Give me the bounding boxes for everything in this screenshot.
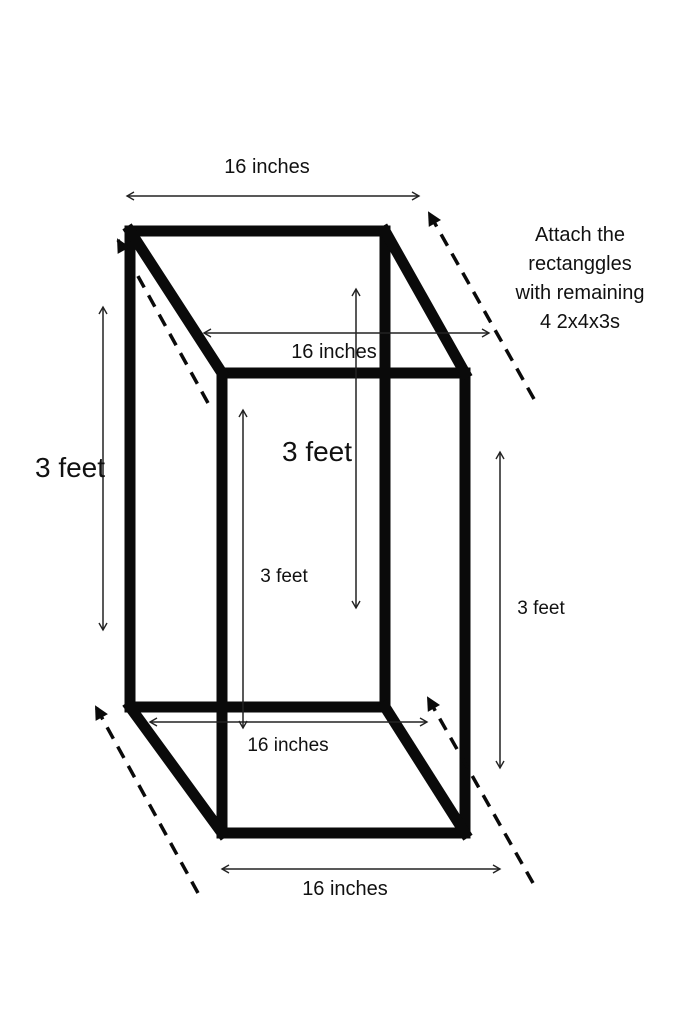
box-edge-bottom-left — [122, 699, 230, 841]
dashed-arrow-bottom-right-icon — [426, 696, 535, 884]
note-line-4: 4 2x4x3s — [540, 311, 620, 333]
label-back-bottom-width: 16 inches — [247, 735, 328, 756]
label-top-width: 16 inches — [224, 156, 310, 178]
box-edge-top-left — [122, 223, 230, 381]
note-line-2: rectanggles — [528, 253, 631, 275]
box-edge-bottom-right — [377, 699, 473, 841]
label-inner-height: 3 feet — [260, 566, 308, 587]
dashed-arrow-top-left-icon — [116, 238, 210, 404]
dashed-arrows — [94, 211, 536, 894]
dashed-arrow-bottom-left-icon — [94, 705, 200, 894]
box-back-face — [124, 225, 391, 713]
label-right-height: 3 feet — [517, 598, 565, 619]
dimension-lines — [98, 191, 505, 874]
box-edge-top-right — [377, 223, 473, 381]
note-text: Attach the rectanggles with remaining 4 … — [515, 224, 645, 333]
dimension-labels: 16 inches 16 inches 3 feet 3 feet 3 feet… — [35, 156, 566, 900]
note-line-1: Attach the — [535, 224, 625, 246]
label-front-bottom-width: 16 inches — [302, 878, 388, 900]
label-center-height: 3 feet — [282, 436, 352, 467]
dashed-arrow-top-right-icon — [427, 211, 536, 400]
label-top-face-width: 16 inches — [291, 341, 377, 363]
note-line-3: with remaining — [515, 282, 645, 304]
box-wireframe — [122, 223, 473, 841]
label-left-height: 3 feet — [35, 452, 105, 483]
